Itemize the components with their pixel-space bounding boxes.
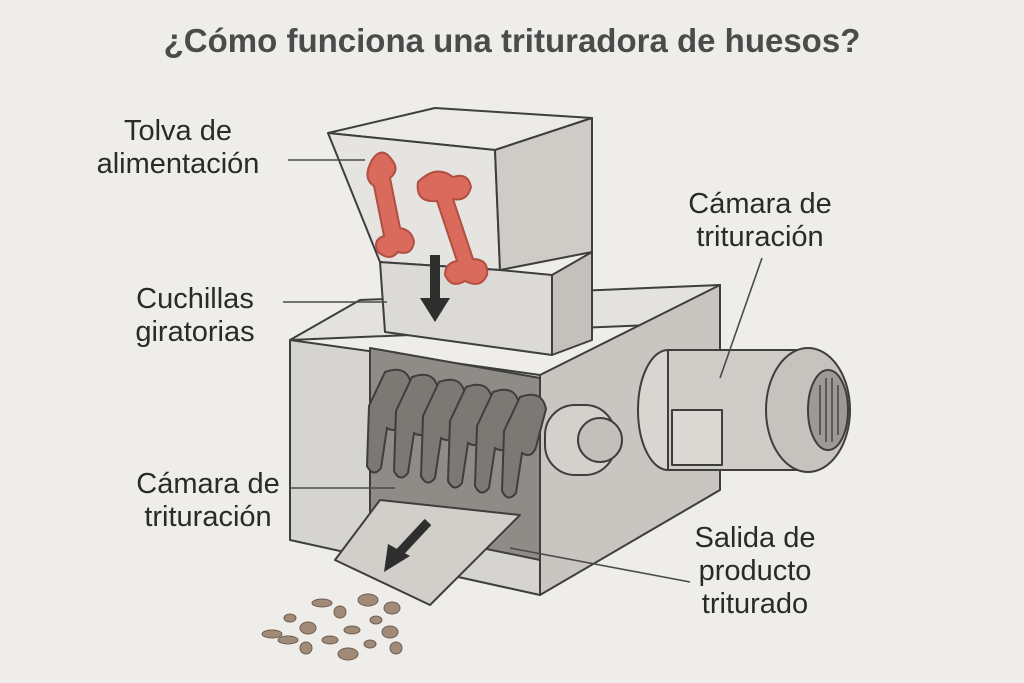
bone-fragment: [343, 625, 361, 635]
bone-fragment: [337, 647, 359, 661]
down-arrow-head: [420, 298, 450, 322]
rotating-blades: [365, 368, 548, 499]
leader-lines: [283, 159, 763, 583]
flow-arrows: [384, 255, 450, 572]
label-chamber-right: Cámara de trituración: [688, 188, 832, 253]
blade: [419, 378, 467, 484]
bone-fragment: [311, 598, 333, 608]
coupling-face: [577, 417, 623, 463]
crushed-product: [261, 593, 403, 661]
bone-fragment: [369, 615, 383, 625]
blade: [473, 388, 521, 494]
bone-fragment: [321, 635, 339, 645]
bone-fragment: [389, 641, 403, 655]
bone-fragment: [383, 601, 401, 615]
bone-fragment: [283, 613, 297, 623]
hopper-front: [327, 132, 501, 271]
label-hopper: Tolva de alimentación: [96, 115, 260, 180]
blade: [446, 383, 494, 489]
bone-fragment: [381, 625, 399, 639]
diagram-title: ¿Cómo funciona una trituradora de huesos…: [163, 22, 861, 59]
leader-outlet: [509, 547, 691, 583]
bone-fragment: [261, 629, 283, 639]
outlet-arrow-shaft: [396, 518, 432, 556]
terminal-box: [671, 409, 723, 466]
outlet-chute: [334, 499, 521, 606]
bone-1: [366, 151, 416, 258]
blade: [365, 368, 413, 474]
bones: [366, 151, 489, 285]
bone-fragment: [357, 593, 379, 607]
leader-chamber-right: [719, 257, 763, 379]
motor-fan: [807, 369, 849, 451]
bone-2: [416, 170, 489, 285]
down-arrow-shaft: [430, 255, 440, 300]
bone-fragment: [299, 621, 317, 635]
label-blades: Cuchillas giratorias: [135, 283, 255, 348]
blade: [500, 393, 548, 499]
bone-fragment: [277, 635, 299, 645]
bone-fragment: [299, 641, 313, 655]
bone-fragment: [363, 639, 377, 649]
label-chamber-left: Cámara de trituración: [136, 468, 280, 533]
bone-fragment: [333, 605, 347, 619]
label-outlet: Salida de producto triturado: [694, 522, 816, 620]
hopper-neck-side: [551, 251, 593, 356]
blade: [392, 373, 440, 479]
outlet-arrow-head: [384, 544, 410, 572]
